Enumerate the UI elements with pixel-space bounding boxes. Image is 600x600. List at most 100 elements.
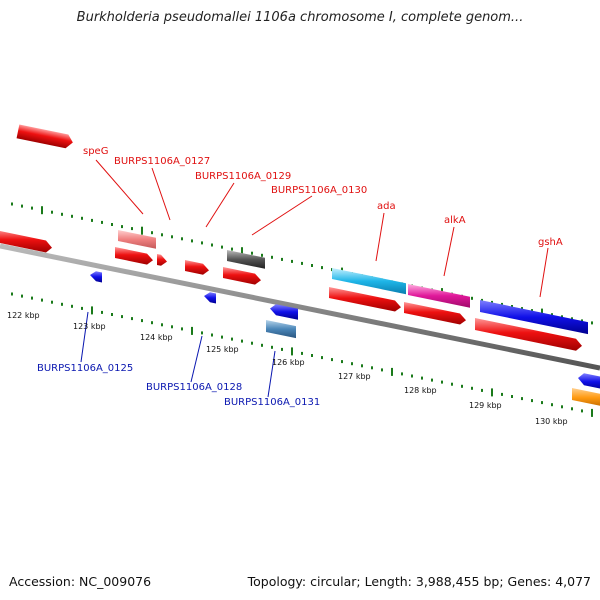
gene-feature[interactable] [118,230,156,249]
minor-tick [241,339,243,343]
minor-tick [121,315,123,319]
label-gshA[interactable]: gshA [538,237,563,248]
minor-tick [71,214,73,218]
minor-tick [501,392,503,396]
minor-tick [481,298,483,302]
minor-tick [421,376,423,380]
major-tick [491,388,493,397]
minor-tick [401,372,403,376]
gene-feature[interactable] [475,318,582,351]
minor-tick [541,401,543,405]
minor-tick [231,247,233,251]
gene-feature[interactable] [332,268,406,295]
minor-tick [11,292,13,296]
minor-tick [71,304,73,308]
minor-tick [531,309,533,313]
minor-tick [311,264,313,267]
top-leader-lines [95,159,549,298]
major-tick [291,347,293,356]
major-tick [541,308,543,317]
minor-tick [281,257,283,261]
label-BURPS1106A-0128[interactable]: BURPS1106A_0128 [146,382,242,393]
minor-tick [111,223,113,226]
scale-label: 124 kbp [140,333,173,342]
minor-tick [321,356,323,360]
minor-tick [521,397,523,401]
major-tick [191,326,193,335]
minor-tick [341,360,343,364]
minor-tick [581,409,583,413]
minor-tick [491,300,493,304]
minor-tick [171,235,173,239]
gene-feature[interactable] [408,284,470,308]
minor-tick [81,306,83,310]
minor-tick [261,343,263,347]
minor-tick [31,206,33,210]
minor-tick [331,358,333,362]
gene-feature[interactable] [270,304,298,320]
gene-feature[interactable] [404,302,466,325]
minor-tick [471,296,473,300]
minor-tick [591,321,593,325]
gene-feature[interactable] [227,250,265,269]
minor-tick [51,300,53,304]
minor-tick [191,239,193,243]
minor-tick [181,327,183,331]
chromosome-backbone [0,243,600,371]
label-BURPS1106A-0125[interactable]: BURPS1106A_0125 [37,363,133,374]
bottom-leader-lines [80,311,276,398]
minor-tick [101,310,103,314]
label-ada[interactable]: ada [377,201,396,212]
gene-feature[interactable] [578,373,600,390]
minor-tick [91,218,93,222]
major-tick [141,226,143,235]
gene-feature[interactable] [204,292,216,304]
minor-tick [21,294,23,298]
minor-tick [11,202,13,206]
gene-feature[interactable] [223,267,261,285]
label-BURPS1106A-0131[interactable]: BURPS1106A_0131 [224,397,320,408]
gene-feature[interactable] [0,229,52,253]
minor-tick [201,241,203,245]
label-BURPS1106A-0129[interactable]: BURPS1106A_0129 [195,171,291,182]
minor-tick [151,321,153,325]
gene-feature[interactable] [185,260,209,275]
label-speG[interactable]: speG [83,146,108,157]
major-tick [241,247,243,256]
major-tick [91,306,93,315]
minor-tick [31,296,33,300]
gene-feature[interactable] [266,320,296,339]
label-BURPS1106A-0130[interactable]: BURPS1106A_0130 [271,185,367,196]
minor-tick [131,317,133,321]
gene-feature[interactable] [329,287,401,312]
minor-tick [41,298,43,302]
minor-tick [141,319,143,323]
label-alkA[interactable]: alkA [444,215,466,226]
gene-feature-red[interactable] [16,124,75,150]
gene-feature[interactable] [157,254,167,266]
gene-features [0,229,600,407]
minor-tick [121,225,123,229]
minor-tick [461,384,463,388]
gene-feature[interactable] [90,271,102,283]
minor-tick [531,399,533,403]
minor-tick [111,313,113,316]
minor-tick [451,382,453,386]
minor-tick [441,380,443,384]
minor-tick [61,302,63,306]
gene-feature[interactable] [572,388,600,407]
tick-row-bottom [11,292,593,417]
minor-tick [301,261,303,265]
gene-feature[interactable] [480,300,588,335]
label-BURPS1106A-0127[interactable]: BURPS1106A_0127 [114,156,210,167]
minor-tick [291,259,293,263]
minor-tick [161,323,163,327]
gene-feature[interactable] [115,247,153,265]
minor-tick [161,233,163,237]
minor-tick [211,333,213,337]
minor-tick [21,204,23,208]
minor-tick [61,212,63,216]
topology-text: Topology: circular; Length: 3,988,455 bp… [247,574,591,589]
scale-label: 125 kbp [206,345,239,354]
